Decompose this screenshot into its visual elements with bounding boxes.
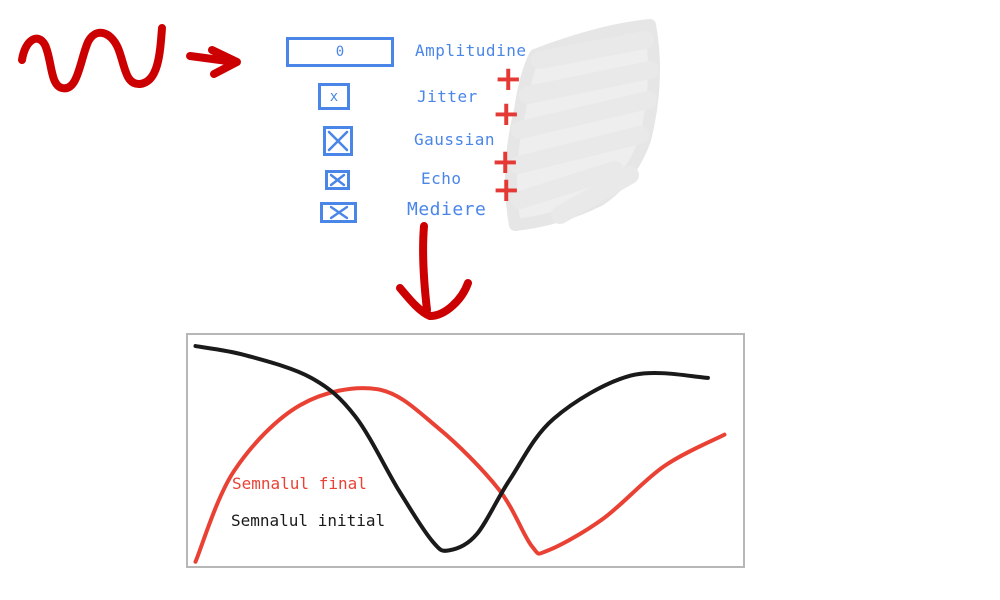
add-echo-button[interactable]: + xyxy=(492,170,521,210)
checkbox-x-icon xyxy=(329,173,346,187)
gray-scribble-strokes xyxy=(509,31,659,224)
checkbox-x-icon xyxy=(329,205,348,220)
chart-frame xyxy=(186,333,745,568)
mediere-label: Mediere xyxy=(407,199,487,220)
amplitude-value: 0 xyxy=(335,44,345,60)
signal-chart xyxy=(193,344,727,564)
gaussian-label: Gaussian xyxy=(414,130,496,149)
echo-label: Echo xyxy=(421,169,462,188)
amplitude-input[interactable]: 0 xyxy=(286,37,394,67)
wave-icon xyxy=(18,24,166,93)
add-gaussian-button[interactable]: + xyxy=(491,142,520,182)
jitter-mark: x xyxy=(329,88,339,105)
add-amplitude-button[interactable]: + xyxy=(494,59,523,99)
mediere-checkbox[interactable] xyxy=(320,202,357,223)
checkbox-x-icon xyxy=(327,130,349,152)
initial-signal-line xyxy=(193,344,710,553)
arrow-right-icon xyxy=(186,46,241,78)
final-signal-line xyxy=(193,386,727,564)
add-jitter-button[interactable]: + xyxy=(492,94,521,134)
legend-initial-signal: Semnalul initial xyxy=(231,511,386,530)
jitter-checkbox[interactable]: x xyxy=(318,83,350,110)
legend-final-signal: Semnalul final xyxy=(232,474,367,493)
echo-checkbox[interactable] xyxy=(325,170,350,190)
gaussian-checkbox[interactable] xyxy=(323,126,353,156)
jitter-label: Jitter xyxy=(417,87,478,106)
arrow-down-icon xyxy=(396,222,472,320)
amplitude-label: Amplitudine xyxy=(415,41,527,60)
